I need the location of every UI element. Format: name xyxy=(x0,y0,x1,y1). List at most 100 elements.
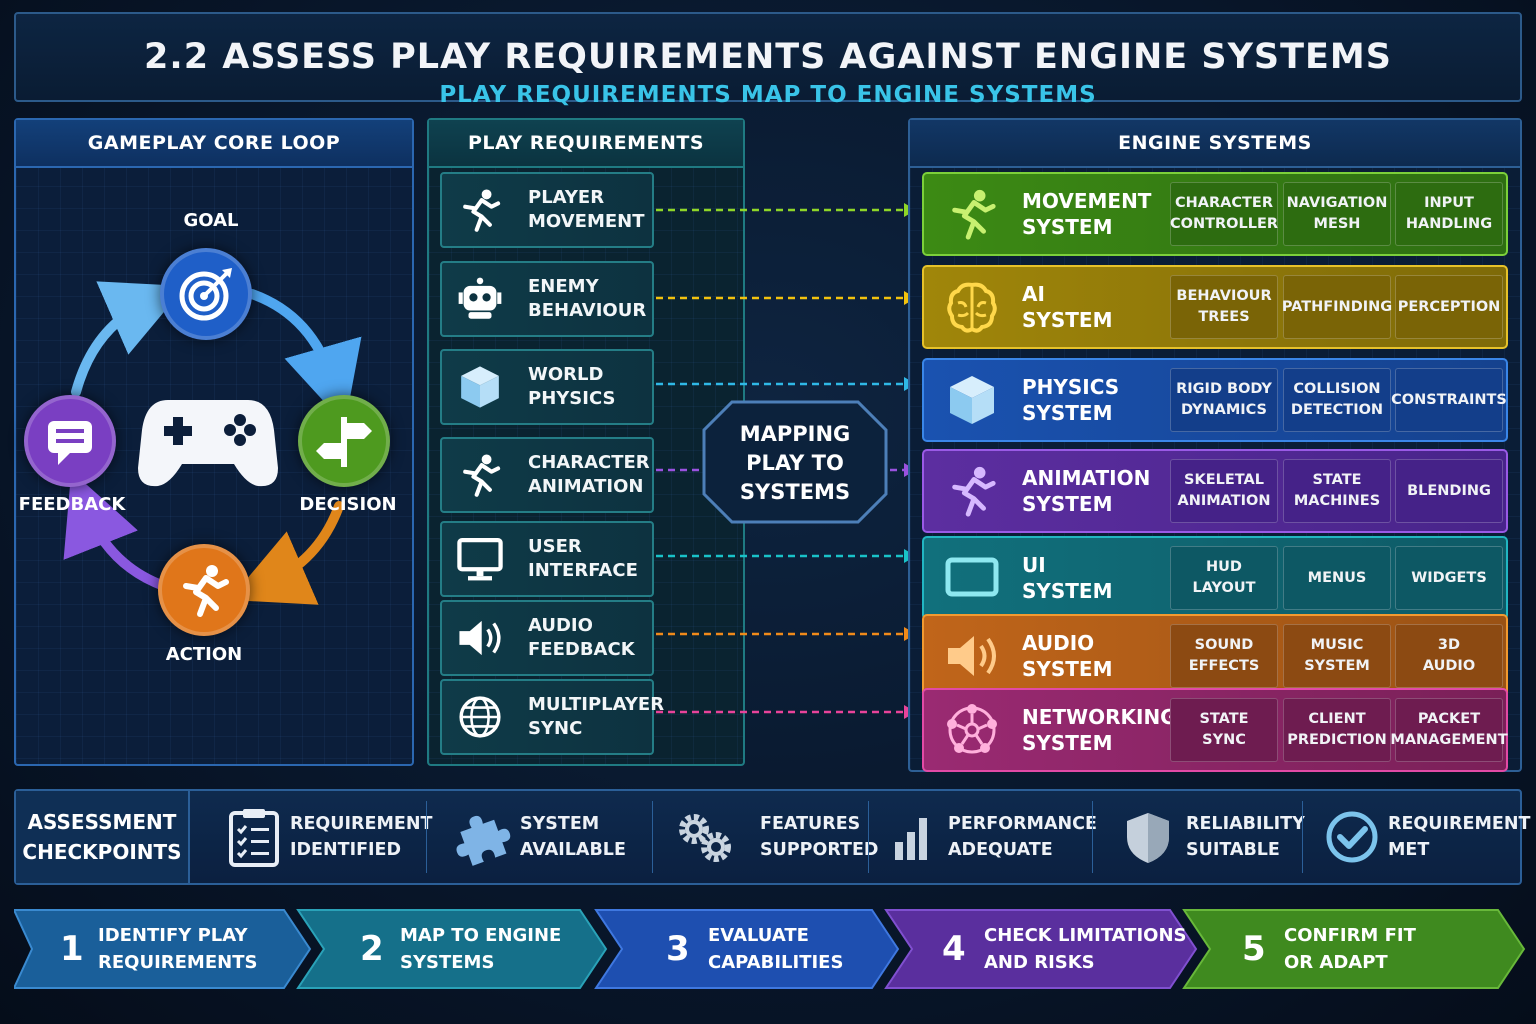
feature-hud-layout[interactable]: HUD LAYOUT xyxy=(1170,546,1278,610)
feature-3d-audio[interactable]: 3D AUDIO xyxy=(1395,624,1503,688)
checkpoint-divider xyxy=(1092,801,1093,873)
checkpoint-system-available[interactable]: SYSTEM AVAILABLE xyxy=(452,791,662,883)
requirement-world-physics[interactable]: WORLD PHYSICS xyxy=(440,349,654,425)
checkpoint-performance-adequate[interactable]: PERFORMANCE ADEQUATE xyxy=(882,791,1102,883)
node-action xyxy=(158,544,250,636)
requirement-enemy-behaviour[interactable]: ENEMY BEHAVIOUR xyxy=(440,261,654,337)
checkpoint-label: RELIABILITY SUITABLE xyxy=(1186,814,1305,860)
feature-client-prediction[interactable]: CLIENT PREDICTION xyxy=(1283,698,1391,762)
speaker-icon xyxy=(948,636,996,676)
checkpoint-label: PERFORMANCE ADEQUATE xyxy=(948,814,1097,860)
step-label: IDENTIFY PLAY REQUIREMENTS xyxy=(98,925,258,973)
node-label-feedback: FEEDBACK xyxy=(18,494,126,515)
requirement-player-movement[interactable]: PLAYER MOVEMENT xyxy=(440,172,654,248)
step-1[interactable]: 1 IDENTIFY PLAY REQUIREMENTS xyxy=(14,908,312,990)
step-5[interactable]: 5 CONFIRM FIT OR ADAPT xyxy=(1182,908,1526,990)
speaker-icon xyxy=(459,620,501,656)
checkpoint-divider xyxy=(868,801,869,873)
robot-icon xyxy=(458,277,502,319)
checkpoint-requirement-identified[interactable]: REQUIREMENT IDENTIFIED xyxy=(222,791,442,883)
feature-input-handling[interactable]: INPUT HANDLING xyxy=(1395,182,1503,246)
core-loop-title: GAMEPLAY CORE LOOP xyxy=(16,120,412,168)
shield-icon xyxy=(1127,813,1169,863)
feature-perception[interactable]: PERCEPTION xyxy=(1395,275,1503,339)
checkpoint-reliability-suitable[interactable]: RELIABILITY SUITABLE xyxy=(1116,791,1306,883)
requirement-label: CHARACTER ANIMATION xyxy=(528,452,650,497)
feature-pathfinding[interactable]: PATHFINDING xyxy=(1282,275,1392,339)
requirement-user-interface[interactable]: USER INTERFACE xyxy=(440,521,654,597)
core-loop-arrows xyxy=(63,281,362,605)
arrow-action-to-feedback xyxy=(63,470,169,591)
play-requirements-title: PLAY REQUIREMENTS xyxy=(429,120,743,168)
step-2[interactable]: 2 MAP TO ENGINE SYSTEMS xyxy=(296,908,608,990)
puzzle-piece-icon xyxy=(456,815,511,866)
checkpoint-label: SYSTEM AVAILABLE xyxy=(520,814,626,860)
feature-music-system[interactable]: MUSIC SYSTEM xyxy=(1283,624,1391,688)
feature-packet-management[interactable]: PACKET MANAGEMENT xyxy=(1390,698,1508,762)
requirement-label: PLAYER MOVEMENT xyxy=(528,187,645,232)
requirement-label: MULTIPLAYER SYNC xyxy=(528,694,665,739)
feature-rigid-body-dynamics[interactable]: RIGID BODY DYNAMICS xyxy=(1170,368,1278,432)
feature-menus[interactable]: MENUS xyxy=(1283,546,1391,610)
feature-collision-detection[interactable]: COLLISION DETECTION xyxy=(1283,368,1391,432)
running-person-icon xyxy=(952,189,996,240)
step-number: 5 xyxy=(1242,929,1266,969)
gears-icon xyxy=(679,814,731,862)
step-4[interactable]: 4 CHECK LIMITATIONS AND RISKS xyxy=(884,908,1198,990)
clipboard-checklist-icon xyxy=(229,809,279,867)
checkpoint-label: FEATURES SUPPORTED xyxy=(760,814,879,860)
engine-system-name: NETWORKING SYSTEM xyxy=(1022,705,1177,755)
engine-row-physics[interactable]: PHYSICS SYSTEM RIGID BODY DYNAMICS COLLI… xyxy=(922,358,1508,442)
engine-system-name: PHYSICS SYSTEM xyxy=(1022,375,1120,425)
engine-row-ui[interactable]: UI SYSTEM HUD LAYOUT MENUS WIDGETS xyxy=(922,536,1508,620)
requirement-label: USER INTERFACE xyxy=(528,536,638,581)
step-number: 1 xyxy=(60,929,84,969)
checkpoint-divider xyxy=(1302,801,1303,873)
brain-icon xyxy=(947,282,997,333)
feature-skeletal-animation[interactable]: SKELETAL ANIMATION xyxy=(1170,459,1278,523)
feature-blending[interactable]: BLENDING xyxy=(1395,459,1503,523)
bar-chart-icon xyxy=(895,818,927,860)
feature-character-controller[interactable]: CHARACTER CONTROLLER xyxy=(1170,182,1278,246)
checkpoint-features-supported[interactable]: FEATURES SUPPORTED xyxy=(672,791,884,883)
node-label-goal: GOAL xyxy=(183,210,239,231)
engine-system-name: UI SYSTEM xyxy=(1022,553,1113,603)
checkpoint-requirement-met[interactable]: REQUIREMENT MET xyxy=(1320,791,1530,883)
page-title: 2.2 ASSESS PLAY REQUIREMENTS AGAINST ENG… xyxy=(144,37,1392,77)
feature-constraints[interactable]: CONSTRAINTS xyxy=(1391,368,1507,432)
requirement-audio-feedback[interactable]: AUDIO FEEDBACK xyxy=(440,600,654,676)
engine-row-animation[interactable]: ANIMATION SYSTEM SKELETAL ANIMATION STAT… xyxy=(922,449,1508,533)
running-person-icon xyxy=(463,454,501,497)
feature-navigation-mesh[interactable]: NAVIGATION MESH xyxy=(1283,182,1391,246)
checkpoint-label: REQUIREMENT IDENTIFIED xyxy=(290,814,433,860)
checkpoint-label: REQUIREMENT MET xyxy=(1388,814,1531,860)
requirement-character-animation[interactable]: CHARACTER ANIMATION xyxy=(440,437,654,513)
step-3[interactable]: 3 EVALUATE CAPABILITIES xyxy=(594,908,900,990)
engine-system-name: AUDIO SYSTEM xyxy=(1022,631,1113,681)
requirement-label: ENEMY BEHAVIOUR xyxy=(528,276,647,321)
check-circle-icon xyxy=(1326,811,1378,863)
requirement-label: WORLD PHYSICS xyxy=(528,364,616,409)
feature-widgets[interactable]: WIDGETS xyxy=(1395,546,1503,610)
feature-sound-effects[interactable]: SOUND EFFECTS xyxy=(1170,624,1278,688)
checkpoint-divider xyxy=(652,801,653,873)
target-icon xyxy=(179,268,232,321)
engine-row-ai[interactable]: AI SYSTEM BEHAVIOUR TREES PATHFINDING PE… xyxy=(922,265,1508,349)
node-feedback xyxy=(24,395,116,487)
globe-icon xyxy=(459,696,501,738)
step-number: 2 xyxy=(360,929,384,969)
engine-system-name: MOVEMENT SYSTEM xyxy=(1022,189,1152,239)
feature-state-machines[interactable]: STATE MACHINES xyxy=(1283,459,1391,523)
feature-state-sync[interactable]: STATE SYNC xyxy=(1170,698,1278,762)
cube-icon xyxy=(461,366,499,408)
header-banner: 2.2 ASSESS PLAY REQUIREMENTS AGAINST ENG… xyxy=(14,12,1522,107)
requirement-multiplayer-sync[interactable]: MULTIPLAYER SYNC xyxy=(440,679,664,755)
feature-behaviour-trees[interactable]: BEHAVIOUR TREES xyxy=(1170,275,1278,339)
step-label: CHECK LIMITATIONS AND RISKS xyxy=(984,925,1187,973)
gamepad-icon xyxy=(138,400,278,487)
running-person-icon xyxy=(183,565,229,617)
mapping-badge: MAPPING PLAY TO SYSTEMS xyxy=(702,400,888,524)
engine-row-movement[interactable]: MOVEMENT SYSTEM CHARACTER CONTROLLER NAV… xyxy=(922,172,1508,256)
engine-row-audio[interactable]: AUDIO SYSTEM SOUND EFFECTS MUSIC SYSTEM … xyxy=(922,614,1508,698)
engine-row-networking[interactable]: NETWORKING SYSTEM STATE SYNC CLIENT PRED… xyxy=(922,688,1508,772)
